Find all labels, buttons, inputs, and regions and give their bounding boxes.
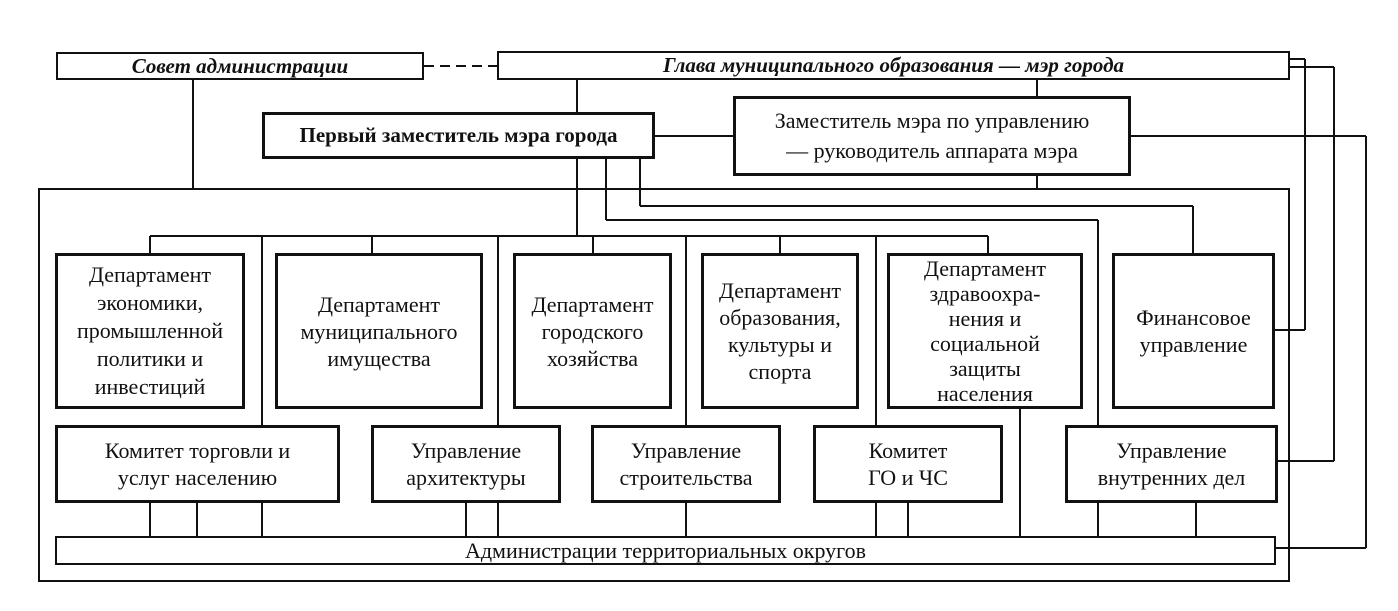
council-box: Совет администрации [56,52,424,80]
internal-affairs-box: Управление внутренних дел [1065,425,1278,503]
civil-defense-box: Комитет ГО и ЧС [813,425,1003,503]
architecture-box: Управление архитектуры [371,425,561,503]
trade-committee-box: Комитет торговли и услуг населению [55,425,340,503]
finance-box: Финансовое управление [1112,253,1275,409]
mayor-box: Глава муниципального образования — мэр г… [497,51,1290,80]
first-deputy-box: Первый заместитель мэра города [262,112,655,159]
dept-health-box: Департамент здравоохра- нения и социальн… [887,253,1083,409]
dept-property-box: Департамент муниципального имущества [275,253,483,409]
construction-box: Управление строительства [591,425,781,503]
dept-economy-box: Департамент экономики, промышленной поли… [55,253,245,409]
subordinate-structures-frame [38,188,1290,582]
dept-city-economy-box: Департамент городского хозяйства [513,253,672,409]
dept-education-box: Департамент образования, культуры и спор… [701,253,859,409]
territorial-admins-box: Администрации территориальных округов [55,536,1276,565]
deputy-admin-box: Заместитель мэра по управлению — руковод… [733,96,1131,176]
